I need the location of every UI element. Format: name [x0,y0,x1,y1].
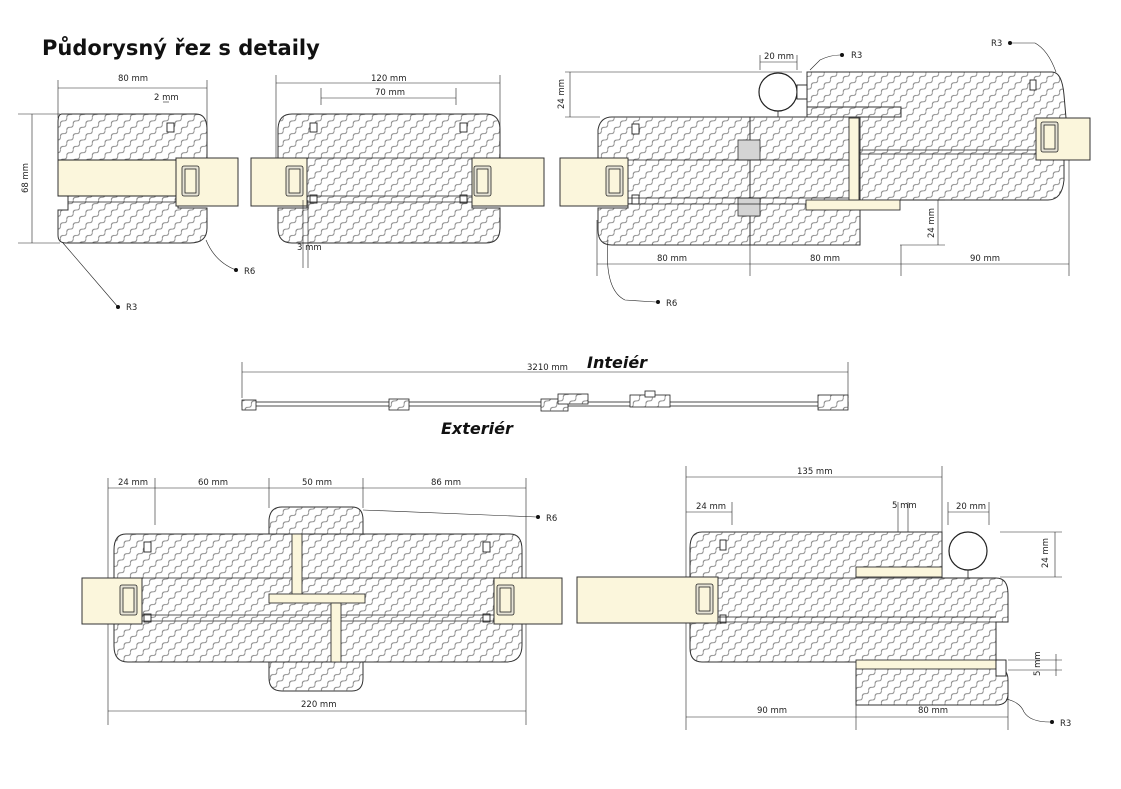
dim-e-1: 24 mm [696,502,726,512]
dim-c-handle-width: 20 mm [764,52,794,62]
dim-c-step: 24 mm [927,208,937,238]
dim-b-width: 120 mm [371,74,407,84]
dim-d-total: 220 mm [301,700,337,710]
dim-b-gap: 3 mm [297,243,322,253]
dim-a-height: 68 mm [21,163,31,193]
overview-plan: 3210 mm [241,362,849,412]
dim-c-seg2: 80 mm [810,254,840,264]
dim-d-4: 86 mm [431,478,461,488]
dim-d-2: 60 mm [198,478,228,488]
exterior-label: Exteriér [441,419,513,438]
dim-e-handle-width: 20 mm [956,502,986,512]
dim-a-gap: 2 mm [154,93,179,103]
label-d-r6: R6 [546,514,557,524]
dim-c-handle-height: 24 mm [557,79,567,109]
interior-label: Inteiér [587,353,648,372]
dim-a-width: 80 mm [118,74,148,84]
label-e-r3: R3 [1060,719,1071,729]
dim-c-seg3: 90 mm [970,254,1000,264]
dim-b-inner: 70 mm [375,88,405,98]
detail-e: 135 mm 24 mm 5 mm 20 mm 24 mm [576,466,1071,730]
dim-e-seg1: 90 mm [757,706,787,716]
dim-c-seg1: 80 mm [657,254,687,264]
detail-a: 80 mm 2 mm 68 mm R6 R3 [18,74,255,313]
dim-overview-total: 3210 mm [527,363,568,373]
label-c-r3-top: R3 [851,51,862,61]
dim-d-3: 50 mm [302,478,332,488]
detail-b: 120 mm 70 mm 3 mm [250,74,545,268]
detail-c: 24 mm 20 mm 24 mm [557,39,1091,309]
label-a-r3: R3 [126,303,137,313]
dim-e-seg2: 80 mm [918,706,948,716]
dim-e-gap: 5 mm [892,501,917,511]
dim-e-handle-height: 24 mm [1041,538,1051,568]
dim-e-total: 135 mm [797,467,833,477]
page-title: Půdorysný řez s detaily [42,36,320,60]
dim-e-gap2: 5 mm [1033,651,1043,676]
dim-d-1: 24 mm [118,478,148,488]
label-c-r3-corner: R3 [991,39,1002,49]
detail-d: 24 mm 60 mm 50 mm 86 mm 220 mm R6 [81,478,563,725]
label-c-r6: R6 [666,299,677,309]
label-a-r6: R6 [244,267,255,277]
